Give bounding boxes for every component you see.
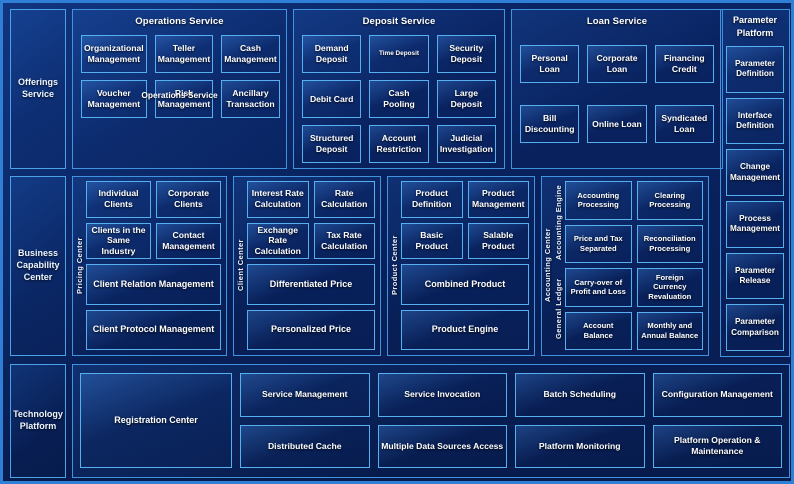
box-corporate-clients[interactable]: Corporate Clients [156,181,221,218]
group-title-parameter-platform: Parameter Platform [732,15,778,39]
group-vlabel-accounting-center: Accounting Center [543,228,552,303]
box-reconciliation-processing[interactable]: Reconciliation Processing [636,224,703,263]
box-foreign-currency-revaluation[interactable]: Foreign Currency Revaluation [636,268,703,307]
box-carry-over-of-profit-and-loss[interactable]: Carry-over of Profit and Loss [565,268,632,307]
box-product-engine[interactable]: Product Engine [401,309,529,350]
group-title-loan-service: Loan Service [586,16,648,27]
box-clients-in-the-same-industry[interactable]: Clients in the Same Industry [86,222,151,259]
box-personal-loan[interactable]: Personal Loan [520,45,580,83]
box-demand-deposit[interactable]: Demand Deposit [302,35,362,73]
box-platform-monitoring[interactable]: Platform Monitoring [515,424,645,468]
box-rate-calculation[interactable]: Rate Calculation [313,181,375,218]
group-vlabel-product-center: Product Center [390,235,399,296]
box-teller-management[interactable]: Teller Management [154,35,214,73]
box-judicial-investigation[interactable]: Judicial Investigation [436,125,496,163]
box-service-invocation[interactable]: Service Invocation [377,373,507,417]
box-individual-clients[interactable]: Individual Clients [86,181,151,218]
group-title-operations-service: Operations Service [135,16,224,27]
group-vlabel-pricing-center: Pricing Center [75,237,84,294]
box-parameter-comparison[interactable]: Parameter Comparison [726,304,784,352]
box-voucher-management[interactable]: Voucher Management [81,80,147,118]
subgroup-vlabel-accounting-engine: Accounting Engine [554,184,563,260]
group-title-deposit-service: Deposit Service [362,16,436,27]
box-bill-discounting[interactable]: Bill Discounting [520,105,580,143]
box-account-restriction[interactable]: Account Restriction [369,125,429,163]
group-pricing-center[interactable]: Client Center Interest Rate Calculation … [233,176,381,356]
box-personalized-price[interactable]: Personalized Price [247,309,375,350]
box-cash-pooling[interactable]: Cash Pooling [369,80,429,118]
box-configuration-management[interactable]: Configuration Management [652,373,782,417]
box-structured-deposit[interactable]: Structured Deposit [302,125,362,163]
subgroup-general-ledger[interactable]: General Ledger Carry-over of Profit and … [554,268,703,350]
row-offerings-service: Offerings Service Operations Service Org… [10,9,790,169]
box-monthly-and-annual-balance[interactable]: Monthly and Annual Balance [636,311,703,350]
row-label-business-capability-center: Business Capability Center [10,176,66,356]
row-technology-platform: Technology Platform Registration Center … [10,364,790,478]
box-time-deposit[interactable]: Time Deposit [369,35,429,73]
group-product-center[interactable]: Product Center Product Definition Produc… [387,176,535,356]
box-corporate-loan[interactable]: Corporate Loan [587,45,647,83]
group-client-center[interactable]: Pricing Center Individual Clients Corpor… [72,176,227,356]
box-product-definition[interactable]: Product Definition [401,181,463,218]
box-debit-card[interactable]: Debit Card [302,80,362,118]
group-technology-platform[interactable]: Registration Center Service Management D… [72,364,790,478]
box-financing-credit[interactable]: Financing Credit [654,45,714,83]
box-combined-product[interactable]: Combined Product [401,264,529,305]
box-batch-scheduling[interactable]: Batch Scheduling [515,373,645,417]
box-risk-management[interactable]: Risk Management [154,80,214,118]
row-business-capability-center: Business Capability Center Pricing Cente… [10,176,790,356]
box-distributed-cache[interactable]: Distributed Cache [240,424,370,468]
box-process-management[interactable]: Process Management [726,201,784,248]
group-deposit-service[interactable]: Deposit Service Demand Deposit Time Depo… [293,9,505,169]
subgroup-vlabel-general-ledger: General Ledger [554,278,563,340]
box-account-balance[interactable]: Account Balance [565,311,632,350]
box-interface-definition[interactable]: Interface Definition [726,97,784,145]
box-parameter-release[interactable]: Parameter Release [726,252,784,300]
box-clearing-processing[interactable]: Clearing Processing [636,181,703,220]
box-exchange-rate-calculation[interactable]: Exchange Rate Calculation [247,222,309,259]
box-ancillary-transaction[interactable]: Ancillary Transaction [221,80,280,118]
group-operations-service[interactable]: Operations Service Organizational Manage… [72,9,287,169]
box-organizational-management[interactable]: Organizational Management [81,35,147,73]
box-platform-operation-maintenance[interactable]: Platform Operation & Maintenance [652,424,782,468]
box-accounting-processing[interactable]: Accounting Processing [565,181,632,220]
group-vlabel-client-center: Client Center [236,239,245,292]
group-parameter-platform[interactable]: Parameter Platform Parameter Definition … [720,9,790,357]
box-security-deposit[interactable]: Security Deposit [436,35,496,73]
box-parameter-definition[interactable]: Parameter Definition [726,46,784,93]
box-registration-center[interactable]: Registration Center [80,373,232,468]
box-tax-rate-calculation[interactable]: Tax Rate Calculation [313,222,375,259]
row-label-technology-platform: Technology Platform [10,364,66,478]
row-label-offerings-service: Offerings Service [10,9,66,169]
box-service-management[interactable]: Service Management [240,373,370,417]
box-interest-rate-calculation[interactable]: Interest Rate Calculation [247,181,309,218]
box-salable-product[interactable]: Salable Product [467,222,529,259]
box-syndicated-loan[interactable]: Syndicated Loan [654,105,714,143]
box-contact-management[interactable]: Contact Management [156,222,221,259]
group-accounting-center[interactable]: Accounting Center Accounting Engine Acco… [541,176,709,356]
box-client-relation-management[interactable]: Client Relation Management [86,264,221,305]
group-loan-service[interactable]: Loan Service Personal Loan Corporate Loa… [511,9,723,169]
box-large-deposit[interactable]: Large Deposit [436,80,496,118]
box-basic-product[interactable]: Basic Product [401,222,463,259]
box-multiple-data-sources-access[interactable]: Multiple Data Sources Access [377,424,507,468]
box-online-loan[interactable]: Online Loan [587,105,647,143]
box-product-management[interactable]: Product Management [467,181,529,218]
box-price-and-tax-separated[interactable]: Price and Tax Separated [565,224,632,263]
box-change-management[interactable]: Change Management [726,149,784,197]
box-cash-management[interactable]: Cash Management [221,35,280,73]
box-client-protocol-management[interactable]: Client Protocol Management [86,309,221,350]
box-differentiated-price[interactable]: Differentiated Price [247,264,375,305]
subgroup-accounting-engine[interactable]: Accounting Engine Accounting Processing … [554,181,703,263]
